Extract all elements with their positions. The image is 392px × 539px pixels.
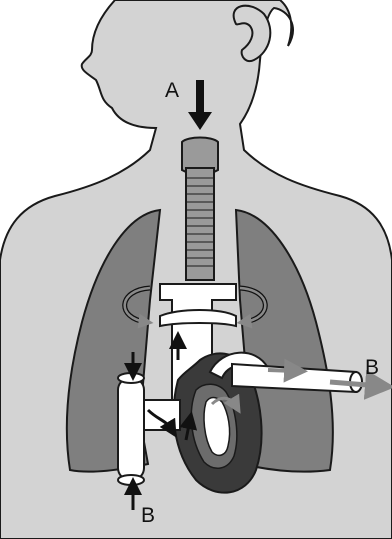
vena-cava-top-opening bbox=[118, 373, 144, 383]
vena-cava bbox=[118, 378, 144, 480]
label-b-right: B bbox=[365, 357, 379, 378]
pulmonary-vessel-lower bbox=[160, 310, 236, 326]
vena-cava-connector bbox=[144, 400, 180, 430]
trachea bbox=[186, 168, 214, 280]
label-b-bottom: B bbox=[141, 505, 155, 526]
aorta-flow-arrow-icon bbox=[268, 370, 296, 371]
label-a: A bbox=[165, 80, 179, 101]
vena-cava-bottom-opening bbox=[118, 475, 144, 485]
